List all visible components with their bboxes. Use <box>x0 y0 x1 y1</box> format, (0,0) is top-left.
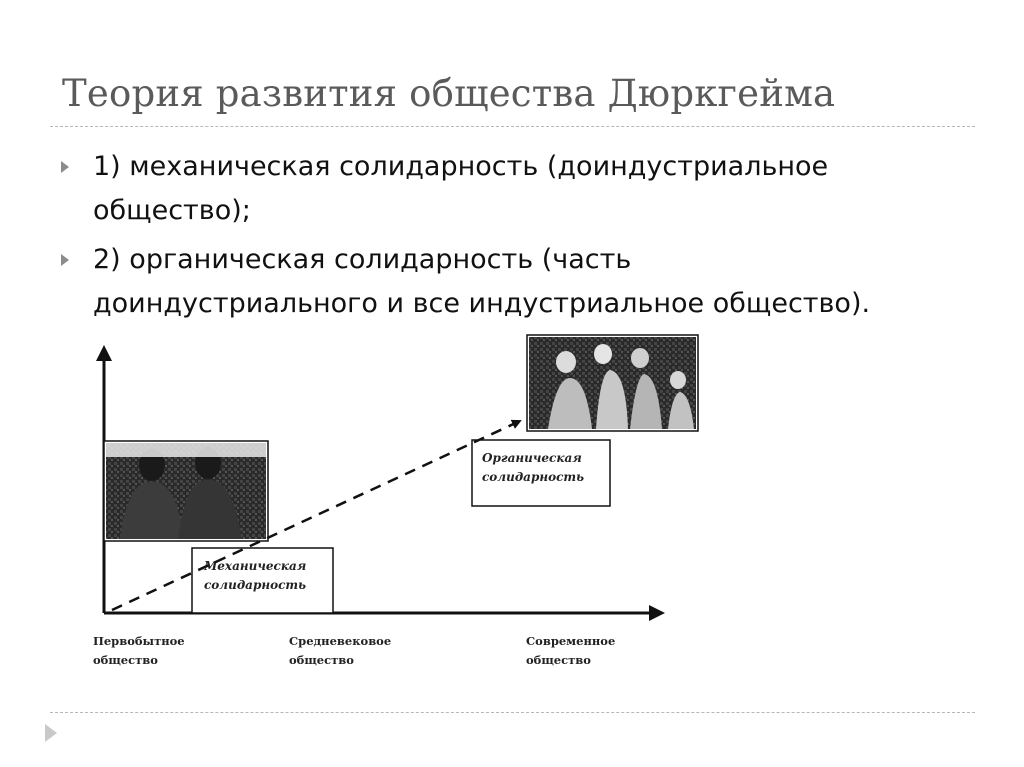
modern-society-photo <box>526 334 699 432</box>
triangle-bullet-icon <box>61 254 69 266</box>
stage-modern-line1: Современное <box>526 634 615 648</box>
footer-divider <box>50 712 975 713</box>
stage-primitive-line2: общество <box>93 653 158 667</box>
stage-label-primitive: Первобытное общество <box>93 634 185 667</box>
mechanical-solidarity-box: Механическая солидарность <box>191 547 334 614</box>
triangle-footer-icon <box>45 724 57 742</box>
stage-medieval-line1: Средневековое <box>289 634 391 648</box>
bullet-text-line1: 2) органическая солидарность (часть <box>93 244 632 275</box>
mechanical-box-line2: солидарность <box>204 578 306 592</box>
primitive-society-photo <box>103 440 269 542</box>
mechanical-box-line1: Механическая <box>203 559 306 573</box>
bullet-text-line2: общество); <box>93 195 251 226</box>
organic-box-line2: солидарность <box>482 470 584 484</box>
title-divider <box>50 126 975 127</box>
stage-modern-line2: общество <box>526 653 591 667</box>
bullet-item-organic: 2) органическая солидарность (часть доин… <box>60 238 980 326</box>
bullet-text-line2: доиндустриального и все индустриальное о… <box>93 288 871 319</box>
bullet-text-line1: 1) механическая солидарность (доиндустри… <box>93 151 829 182</box>
organic-box-line1: Органическая <box>482 451 582 465</box>
stage-primitive-line1: Первобытное <box>93 634 185 648</box>
stage-label-modern: Современное общество <box>526 634 615 667</box>
stage-label-medieval: Средневековое общество <box>289 634 391 667</box>
organic-solidarity-box: Органическая солидарность <box>471 439 611 507</box>
triangle-bullet-icon <box>61 161 69 173</box>
slide-title: Теория развития общества Дюркгейма <box>62 72 836 115</box>
bullet-item-mechanical: 1) механическая солидарность (доиндустри… <box>60 145 980 233</box>
stage-medieval-line2: общество <box>289 653 354 667</box>
bullet-list: 1) механическая солидарность (доиндустри… <box>60 145 980 331</box>
